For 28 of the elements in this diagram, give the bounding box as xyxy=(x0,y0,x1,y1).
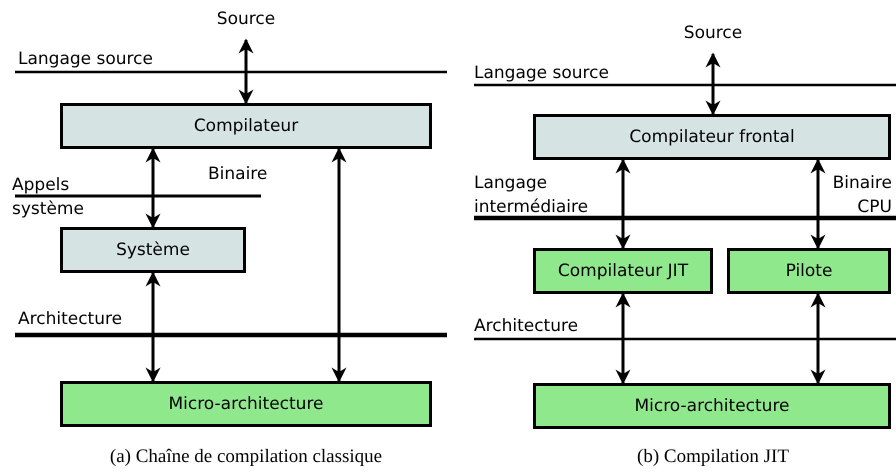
layer-label: Architecture xyxy=(474,315,580,338)
endpoint-label: Source xyxy=(206,6,286,32)
layer-label: Langage intermédiaire xyxy=(474,172,590,219)
process-box: Micro-architecture xyxy=(533,383,891,429)
endpoint-label: Source xyxy=(673,20,753,46)
process-box: Micro-architecture xyxy=(60,381,432,427)
caption: (a) Chaîne de compilation classique xyxy=(108,445,384,469)
double-arrow xyxy=(616,292,630,384)
double-arrow xyxy=(238,38,254,104)
double-arrow xyxy=(706,52,720,116)
layer-label: Binaire CPU xyxy=(832,172,892,219)
layer-label: Langage source xyxy=(474,62,610,85)
layer-label: Binaire xyxy=(208,163,268,186)
process-box: Compilateur frontal xyxy=(533,114,891,160)
layer-label: Appels système xyxy=(12,174,85,221)
double-arrow xyxy=(146,148,160,228)
process-box: Compilateur JIT xyxy=(533,248,713,294)
process-box: Pilote xyxy=(727,248,891,294)
layer-label: Architecture xyxy=(18,308,124,331)
process-box: Système xyxy=(60,227,246,273)
double-arrow xyxy=(810,158,826,250)
double-arrow xyxy=(146,272,160,382)
process-box: Compilateur xyxy=(60,103,432,149)
double-arrow xyxy=(616,158,630,250)
double-arrow xyxy=(810,292,826,384)
double-arrow xyxy=(332,148,346,382)
caption: (b) Compilation JIT xyxy=(636,445,790,469)
layer-label: Langage source xyxy=(18,48,154,71)
